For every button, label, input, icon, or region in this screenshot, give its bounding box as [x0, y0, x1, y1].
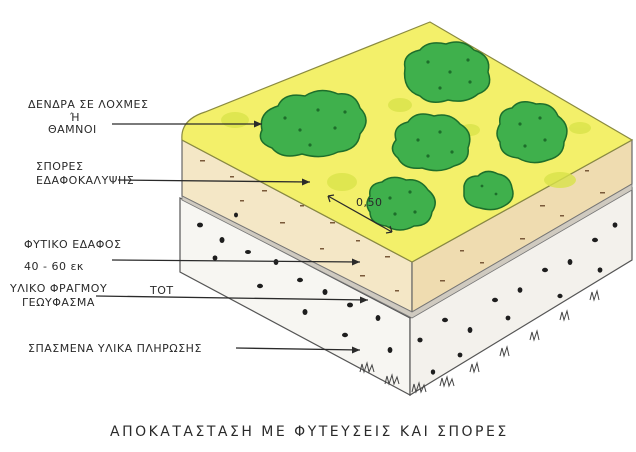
label-groundcover-seeds-2: ΕΔΑΦΟΚΑΛΥΨΗΣ — [36, 174, 134, 187]
label-planting-soil: ΦΥΤΙΚΟ ΕΔΑΦΟΣ — [24, 238, 121, 251]
label-trees-shrubs-2: ΘΑΜΝΟΙ — [48, 123, 97, 136]
label-filter-note: ΤΟΤ — [149, 284, 174, 297]
dimension-label: 0,50 — [356, 196, 383, 209]
shrub-2 — [405, 42, 490, 102]
label-groundcover-seeds: ΣΠΟΡΕΣ — [36, 160, 83, 173]
label-trees-shrubs: ΔΕΝΔΡΑ ΣΕ ΛΟΧΜΕΣ — [28, 98, 148, 111]
shrub-6 — [464, 171, 513, 209]
label-filter-material-2: ΓΕΩΥΦΑΣΜΑ — [22, 296, 95, 309]
diagram-caption: ΑΠΟΚΑΤΑΣΤΑΣΗ ΜΕ ΦΥΤΕΥΣΕΙΣ ΚΑΙ ΣΠΟΡΕΣ — [110, 424, 509, 440]
label-gravel-fill: ΣΠΑΣΜΕΝΑ ΥΛΙΚΑ ΠΛΗΡΩΣΗΣ — [28, 342, 202, 355]
label-filter-material: ΥΛΙΚΟ ΦΡΑΓΜΟΥ — [9, 282, 107, 295]
label-planting-soil-depth: 40 - 60 εκ — [24, 260, 84, 273]
shrub-3 — [392, 114, 469, 171]
